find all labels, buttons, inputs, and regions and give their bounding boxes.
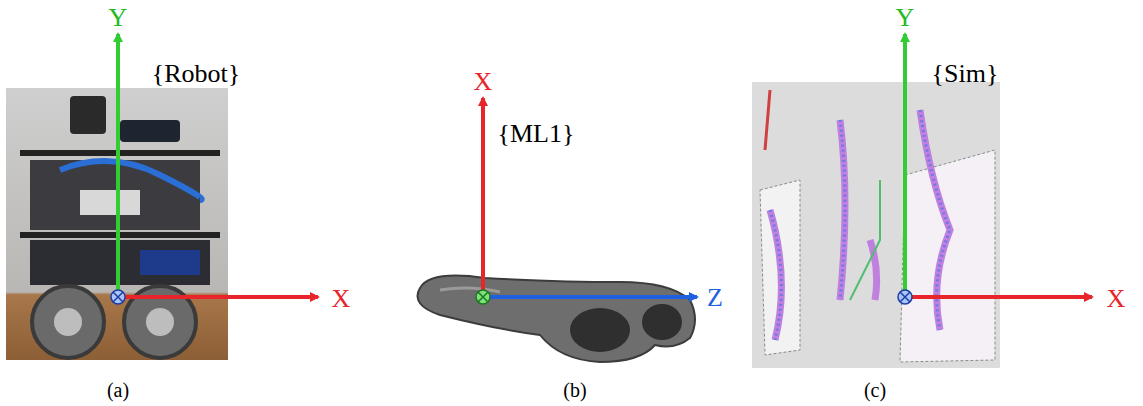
frame-name: {Sim}: [932, 61, 999, 87]
headset-drawing: [418, 276, 696, 362]
axis-label: Y: [896, 5, 915, 31]
axis-label: X: [1107, 286, 1126, 312]
axis-label: X: [332, 286, 351, 312]
axis-label: X: [474, 69, 493, 95]
panel-label: (a): [107, 380, 129, 400]
frame-name: {ML1}: [498, 121, 575, 147]
axis-label: Y: [109, 5, 128, 31]
frame-name: {Robot}: [152, 61, 241, 87]
panel-label: (b): [563, 380, 586, 400]
ml1-frame-axes: [476, 98, 697, 304]
axis-label: Z: [707, 285, 723, 311]
robot-frame-axes: [111, 34, 318, 304]
sim-frame-axes: [898, 34, 1092, 304]
panel-label: (c): [864, 380, 886, 400]
simulation-map: [752, 82, 1000, 368]
